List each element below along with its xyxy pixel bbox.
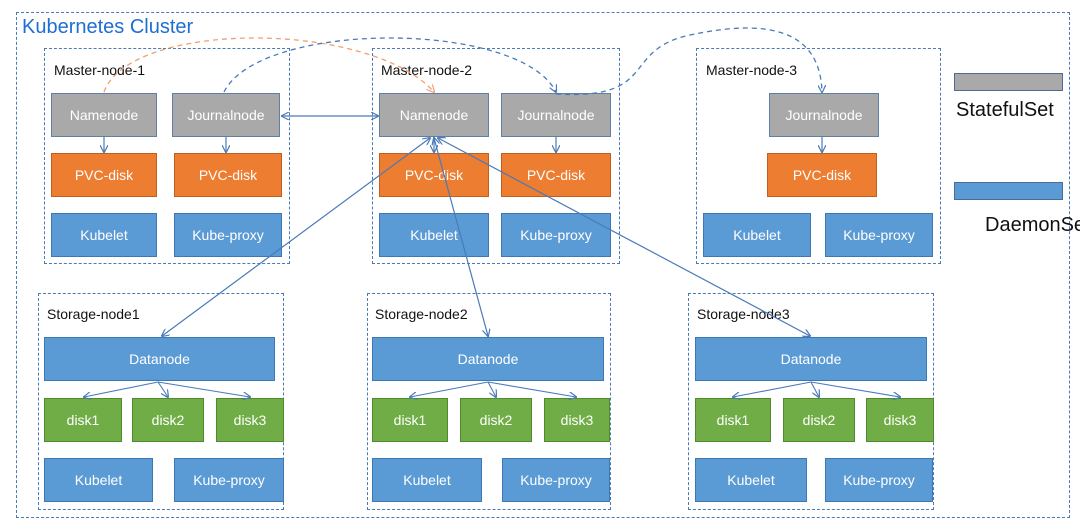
m3-journalnode: Journalnode [769, 93, 879, 137]
s3-kube-proxy: Kube-proxy [825, 458, 933, 502]
s3-disk1: disk1 [695, 398, 771, 442]
m3-kube-proxy: Kube-proxy [825, 213, 933, 257]
m1-journalnode: Journalnode [172, 93, 280, 137]
s2-kube-proxy: Kube-proxy [502, 458, 610, 502]
s1-datanode: Datanode [44, 337, 275, 381]
m2-journalnode: Journalnode [501, 93, 611, 137]
edge-s2-dn-disk3 [487, 381, 576, 397]
edge-s1-dn-disk1 [84, 381, 159, 397]
s2-disk3: disk3 [544, 398, 610, 442]
edge-s3-dn-disk3 [810, 381, 900, 397]
edge-s3-dn-disk2 [810, 381, 819, 397]
edge-datanode1-namenode2 [162, 138, 430, 336]
s1-disk2: disk2 [132, 398, 204, 442]
storage-node-1-title: Storage-node1 [47, 306, 140, 322]
s1-kube-proxy: Kube-proxy [174, 458, 284, 502]
edge-s1-dn-disk2 [157, 381, 168, 397]
edge-s3-dn-disk1 [733, 381, 812, 397]
legend-daemonset-label: DaemonSet [985, 214, 1080, 236]
legend-statefulset-swatch [954, 73, 1063, 91]
s1-disk3: disk3 [216, 398, 284, 442]
s2-disk1: disk1 [372, 398, 448, 442]
m2-namenode: Namenode [379, 93, 489, 137]
m1-pvc-disk-1: PVC-disk [51, 153, 157, 197]
s1-kubelet: Kubelet [44, 458, 153, 502]
edge-journal-1-2-dashed [223, 37, 556, 92]
m1-kubelet: Kubelet [51, 213, 157, 257]
legend-daemonset-swatch [954, 182, 1063, 200]
cluster-title: Kubernetes Cluster [22, 16, 194, 38]
master-node-3-title: Master-node-3 [706, 62, 798, 78]
master-node-2-title: Master-node-2 [381, 62, 473, 78]
edge-datanode3-namenode2 [438, 138, 810, 336]
m1-namenode: Namenode [51, 93, 157, 137]
legend-statefulset-label: StatefulSet [956, 99, 1054, 121]
edge-datanode2-namenode2 [434, 138, 488, 336]
s2-kubelet: Kubelet [372, 458, 482, 502]
master-node-1-title: Master-node-1 [54, 62, 146, 78]
s3-kubelet: Kubelet [695, 458, 807, 502]
s3-disk2: disk2 [783, 398, 855, 442]
edge-s2-dn-disk1 [410, 381, 489, 397]
edge-namenode-ha-dashed [103, 37, 434, 92]
s1-disk1: disk1 [44, 398, 122, 442]
s3-disk3: disk3 [866, 398, 934, 442]
edge-s2-dn-disk2 [487, 381, 496, 397]
kubernetes-cluster-frame [16, 12, 1070, 518]
edge-journal-2-3-dashed [555, 27, 822, 96]
s3-datanode: Datanode [695, 337, 927, 381]
edge-s1-dn-disk3 [157, 381, 250, 397]
